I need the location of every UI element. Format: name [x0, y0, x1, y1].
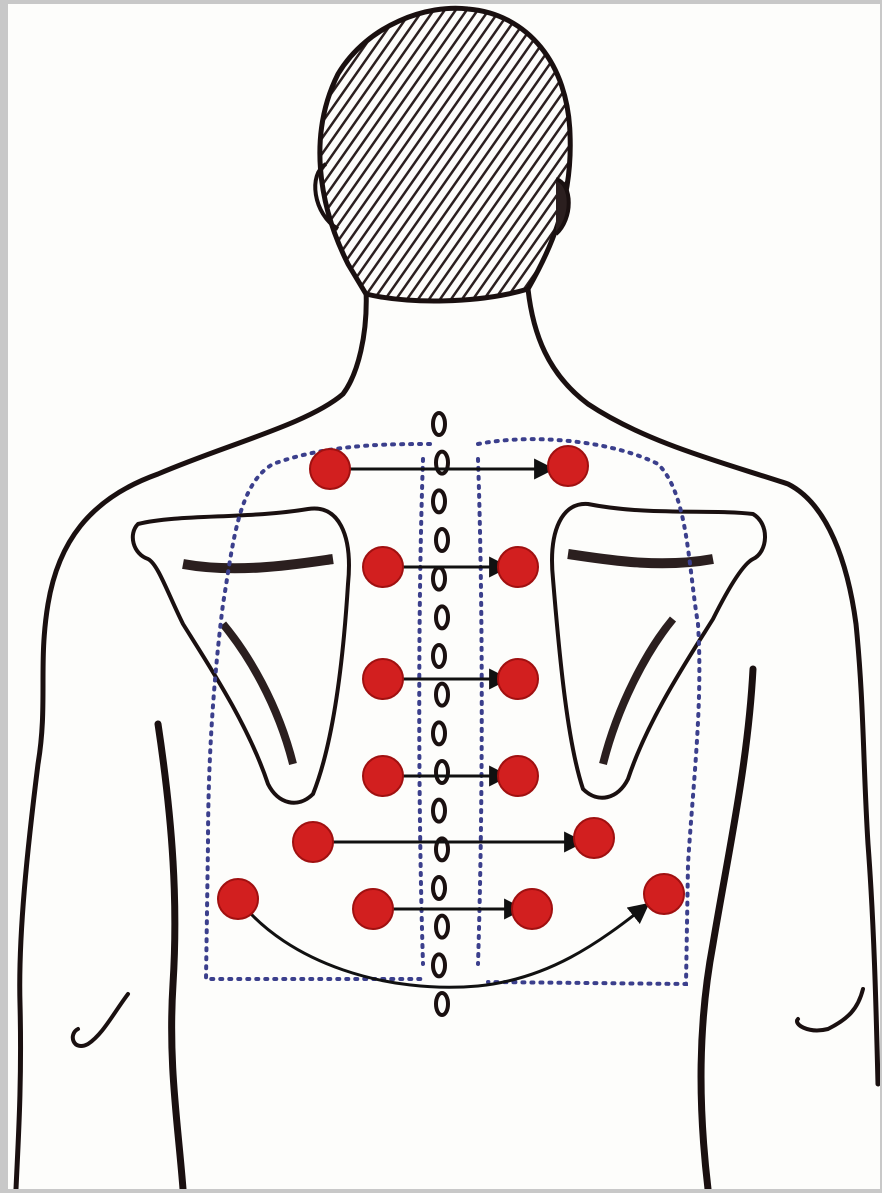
- point-row-6-right: [512, 889, 552, 929]
- right-scapula: [552, 504, 765, 798]
- vertebra: [433, 800, 445, 822]
- point-row-1-right: [548, 446, 588, 486]
- point-row-6-left: [353, 889, 393, 929]
- left-arm-line: [158, 724, 183, 1189]
- vertebra: [436, 761, 448, 783]
- point-row-3-left: [363, 659, 403, 699]
- vertebra: [436, 529, 448, 551]
- guide-inner-right: [478, 459, 482, 964]
- left-contour: [16, 289, 366, 1189]
- point-row-5-left: [293, 822, 333, 862]
- vertebra: [433, 490, 445, 512]
- right-hand: [797, 989, 863, 1030]
- point-row-7-right: [644, 874, 684, 914]
- vertebra: [433, 722, 445, 744]
- point-row-4-right: [498, 756, 538, 796]
- vertebra: [436, 606, 448, 628]
- point-row-4-left: [363, 756, 403, 796]
- vertebra: [436, 684, 448, 706]
- vertebra: [433, 645, 445, 667]
- right-contour: [528, 289, 878, 1084]
- point-row-3-right: [498, 659, 538, 699]
- vertebra: [433, 877, 445, 899]
- guide-inner-left: [419, 459, 423, 964]
- left-hand: [73, 994, 128, 1046]
- point-row-1-left: [310, 449, 350, 489]
- massage-points: [218, 446, 684, 929]
- vertebra: [433, 954, 445, 976]
- vertebra: [436, 916, 448, 938]
- vertebra: [433, 568, 445, 590]
- vertebra: [436, 993, 448, 1015]
- point-row-7-left: [218, 879, 258, 919]
- point-row-2-right: [498, 547, 538, 587]
- right-arm-line: [701, 669, 753, 1189]
- ear-right: [556, 179, 569, 234]
- point-row-2-left: [363, 547, 403, 587]
- dotted-guides: [206, 439, 699, 984]
- back-massage-diagram: [8, 4, 880, 1189]
- head: [315, 8, 570, 301]
- vertebra: [433, 413, 445, 435]
- spine: [433, 413, 448, 1015]
- point-row-5-right: [574, 818, 614, 858]
